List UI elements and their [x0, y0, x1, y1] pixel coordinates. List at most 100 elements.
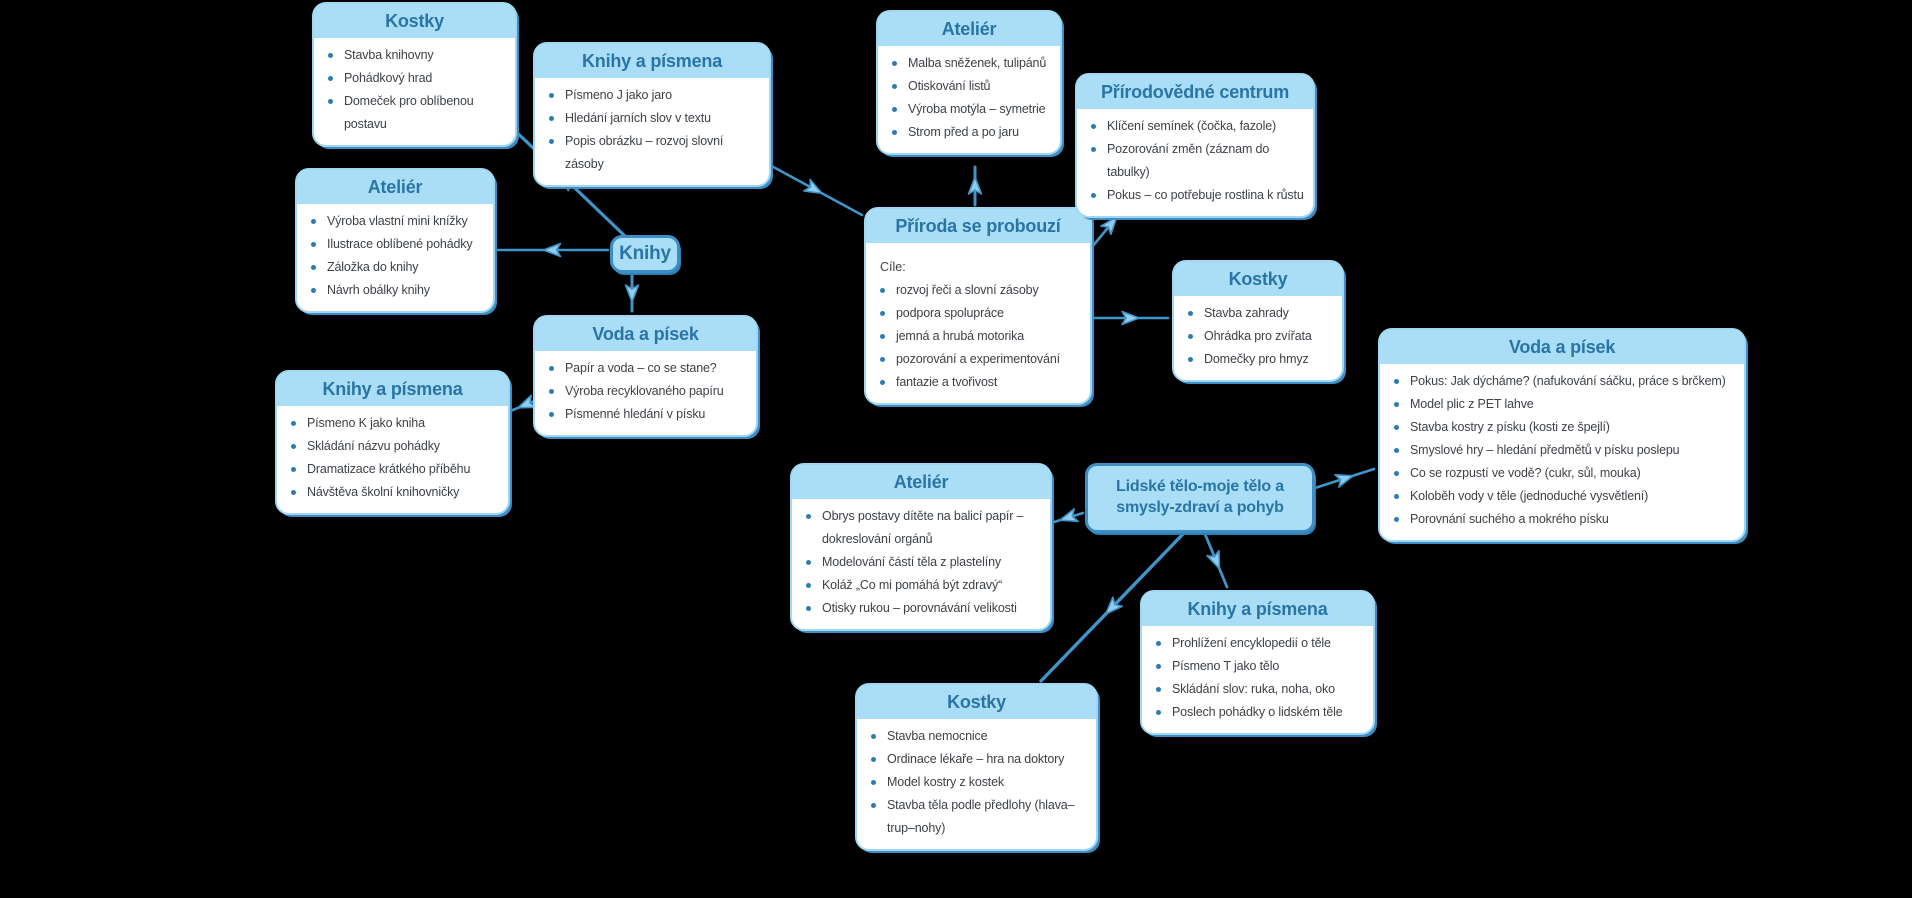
- list-item: Ilustrace oblíbené pohádky: [297, 233, 485, 256]
- list-item: Návštěva školní knihovničky: [277, 481, 500, 504]
- box-title: Kostky: [857, 685, 1096, 719]
- list-item-label: Model kostry z kostek: [887, 775, 1005, 789]
- list-item-label: Malba sněženek, tulipánů: [908, 56, 1047, 70]
- list-item-label: Domečky pro hmyz: [1204, 352, 1309, 366]
- list-item: pozorování a experimentování: [866, 348, 1082, 371]
- edge-arrow: [1039, 532, 1185, 683]
- bullet-icon: [1091, 147, 1096, 152]
- list-item-label: Výroba vlastní mini knížky: [327, 214, 468, 228]
- list-item: Pokus: Jak dýcháme? (nafukování sáčku, p…: [1380, 370, 1736, 393]
- list-item-label: rozvoj řeči a slovní zásoby: [896, 283, 1039, 297]
- arrowhead-icon: [624, 284, 640, 303]
- box-title: Ateliér: [878, 12, 1060, 46]
- bullet-icon: [1394, 402, 1399, 407]
- arrowhead-icon: [517, 394, 537, 409]
- box-title: Ateliér: [297, 170, 493, 204]
- list-item: Písmeno T jako tělo: [1142, 655, 1365, 678]
- list-item-label: Obrys postavy dítěte na balicí papír – d…: [822, 509, 1024, 546]
- arrowhead-icon: [1121, 310, 1140, 326]
- box-title: Ateliér: [792, 465, 1050, 499]
- list-item: Výroba recyklovaného papíru: [535, 380, 748, 403]
- list-item-label: Stavba nemocnice: [887, 729, 988, 743]
- bullet-icon: [1156, 710, 1161, 715]
- bullet-icon: [1091, 124, 1096, 129]
- list-item: Papír a voda – co se stane?: [535, 357, 748, 380]
- box-intro-label: Cíle:: [880, 260, 906, 274]
- bullet-icon: [871, 757, 876, 762]
- bullet-icon: [549, 93, 554, 98]
- list-item-label: Domeček pro oblíbenou postavu: [344, 94, 474, 131]
- edge-arrow: [624, 273, 640, 313]
- list-item-label: Pohádkový hrad: [344, 71, 433, 85]
- list-item-label: Popis obrázku – rozvoj slovní zásoby: [565, 134, 724, 171]
- list-item-label: Otisky rukou – porovnávání velikosti: [822, 601, 1017, 615]
- list-item-label: Prohlížení encyklopedií o těle: [1172, 636, 1331, 650]
- box-body: Klíčení semínek (čočka, fazole)Pozorován…: [1077, 109, 1313, 216]
- list-item: Stavba knihovny: [314, 44, 507, 67]
- list-item-label: podpora spolupráce: [896, 306, 1004, 320]
- list-item-label: Pokus – co potřebuje rostlina k růstu: [1107, 188, 1304, 202]
- list-item: Skládání názvu pohádky: [277, 435, 500, 458]
- list-item: rozvoj řeči a slovní zásoby: [866, 279, 1082, 302]
- box-body: Obrys postavy dítěte na balicí papír – d…: [792, 499, 1050, 629]
- list-item-label: Dramatizace krátkého příběhu: [307, 462, 471, 476]
- box-title: Knihy a písmena: [535, 44, 769, 78]
- list-item: Strom před a po jaru: [878, 121, 1052, 144]
- hub-node-label: Lidské tělo-moje tělo a smysly-zdraví a …: [1116, 478, 1284, 516]
- box-body: Cíle: rozvoj řeči a slovní zásoby podpora …: [866, 243, 1090, 403]
- edge-arrow: [1313, 467, 1376, 490]
- edge-arrow: [967, 165, 983, 207]
- bullet-icon: [549, 366, 554, 371]
- bullet-icon: [1188, 357, 1193, 362]
- list-item-label: Papír a voda – co se stane?: [565, 361, 717, 375]
- bullet-icon: [880, 357, 885, 362]
- arrowhead-icon: [1206, 549, 1221, 570]
- list-item: Pozorování změn (záznam do tabulky): [1077, 138, 1305, 184]
- list-item-label: Záložka do knihy: [327, 260, 419, 274]
- bullet-icon: [1394, 448, 1399, 453]
- list-item-label: Stavba knihovny: [344, 48, 434, 62]
- list-item: Modelování částí těla z plastelíny: [792, 551, 1042, 574]
- list-item-label: Ohrádka pro zvířata: [1204, 329, 1312, 343]
- list-item: Smyslové hry – hledání předmětů v písku …: [1380, 439, 1736, 462]
- hub-lidske-telo[interactable]: Lidské tělo-moje tělo a smysly-zdraví a …: [1085, 463, 1315, 533]
- box-title: Voda a písek: [1380, 330, 1744, 364]
- bullet-icon: [328, 53, 333, 58]
- list-item: Popis obrázku – rozvoj slovní zásoby: [535, 130, 761, 176]
- list-item-label: Hledání jarních slov v textu: [565, 111, 711, 125]
- hub-knihy[interactable]: Knihy: [610, 235, 680, 273]
- list-item: Návrh obálky knihy: [297, 279, 485, 302]
- edge-arrow: [1090, 310, 1170, 326]
- bullet-icon: [880, 288, 885, 293]
- bullet-icon: [1156, 641, 1161, 646]
- list-item: Domeček pro oblíbenou postavu: [314, 90, 507, 136]
- box-body: Pokus: Jak dýcháme? (nafukování sáčku, p…: [1380, 364, 1744, 540]
- list-item: Pohádkový hrad: [314, 67, 507, 90]
- arrowhead-icon: [1104, 596, 1124, 615]
- bullet-icon: [871, 780, 876, 785]
- list-item-label: Otiskování listů: [908, 79, 991, 93]
- list-item: Stavba těla podle předlohy (hlava–trup–n…: [857, 794, 1088, 840]
- bullet-icon: [806, 560, 811, 565]
- bullet-icon: [1394, 471, 1399, 476]
- list-item: Model plic z PET lahve: [1380, 393, 1736, 416]
- list-item-label: Co se rozpustí ve vodě? (cukr, sůl, mouk…: [1410, 466, 1641, 480]
- bullet-icon: [1394, 494, 1399, 499]
